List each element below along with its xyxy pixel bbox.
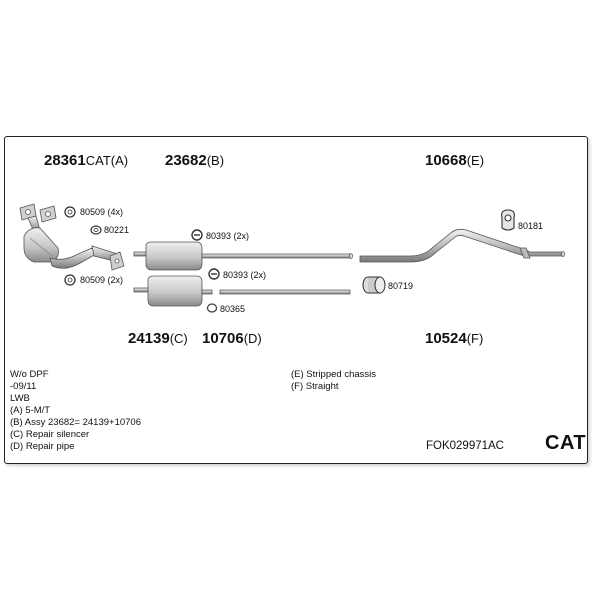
part-label-10668: 10668(E) [425,152,484,169]
notes-right: (E) Stripped chassis (F) Straight [291,369,376,393]
part-suffix: (D) [243,331,262,346]
part-suffix: (B) [206,153,225,168]
note-line: -09/11 [10,381,37,392]
hardware-label-80393-top: 80393 (2x) [206,231,250,241]
part-suffix: (F) [466,331,484,346]
part-number: 10706 [202,330,244,347]
part-label-24139: 24139(C) [128,330,188,347]
note-line: LWB [10,393,30,404]
part-label-10524: 10524(F) [425,330,483,347]
part-label-23682: 23682(B) [165,152,224,169]
note-line: (F) Straight [291,381,339,392]
repair-silencer [133,275,213,307]
bolt-icon-80509-bottom [64,274,76,286]
notes-left: W/o DPF -09/11 LWB (A) 5-M/T (B) Assy 23… [10,369,141,453]
clamp-icon-80393-bottom [208,268,220,280]
repair-pipe [219,289,351,295]
part-suffix: (E) [466,153,485,168]
rear-pipe [359,228,565,263]
kit-code: FOK029971AC [426,440,504,452]
note-line: W/o DPF [10,369,49,380]
note-line: (A) 5-M/T [10,405,51,416]
part-number: 24139 [128,330,170,347]
part-number: 28361 [44,152,86,169]
clamp-icon-80719 [362,276,386,294]
part-number: 10524 [425,330,467,347]
hardware-label-80719: 80719 [388,281,414,291]
clamp-icon-80393-top [191,229,203,241]
part-label-10706: 10706(D) [202,330,262,347]
hardware-label-80365: 80365 [220,304,246,314]
part-suffix: CAT(A) [85,153,129,168]
note-line: (E) Stripped chassis [291,369,377,380]
clamp-icon-80365 [206,303,218,313]
gasket-icon-80221 [90,225,102,235]
hardware-label-80509-top: 80509 (4x) [80,207,124,217]
hardware-label-80181: 80181 [518,221,544,231]
rubber-mount-icon-80181 [501,209,515,231]
part-suffix: (C) [169,331,188,346]
catalytic-converter [19,203,125,271]
hardware-label-80221: 80221 [104,225,130,235]
part-number: 10668 [425,152,467,169]
note-line: (D) Repair pipe [10,441,75,452]
hardware-label-80393-bottom: 80393 (2x) [223,270,267,280]
bolt-icon-80509-top [64,206,76,218]
part-label-28361: 28361CAT(A) [44,152,128,169]
note-line: (B) Assy 23682= 24139+10706 [10,417,141,428]
diagram-frame [4,136,588,464]
kit-type: CAT [545,432,587,454]
note-line: (C) Repair silencer [10,429,90,440]
middle-silencer-assembly [133,241,353,271]
part-number: 23682 [165,152,207,169]
hardware-label-80509-bottom: 80509 (2x) [80,275,124,285]
